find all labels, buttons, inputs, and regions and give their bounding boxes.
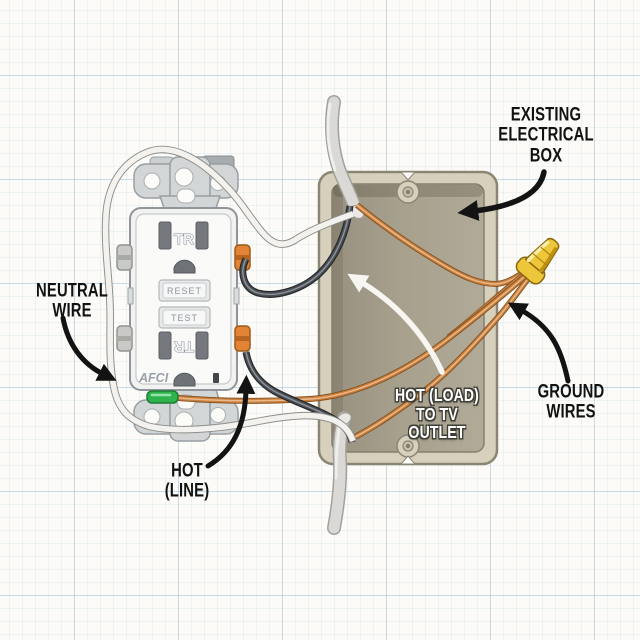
afci-brand-marking: AFCI [138,371,169,385]
existing-box-label: EXISTING ELECTRICAL BOX [498,104,594,167]
label-line: GROUND [537,381,605,403]
tr-marking-bottom: TR [174,338,194,355]
label-line: ELECTRICAL [498,124,594,146]
hot-line-label: HOT (LINE) [164,460,210,503]
box-screw-tab-top [396,171,420,204]
annotation-arrows [60,169,571,469]
label-line: NEUTRAL [36,280,108,302]
reset-button-label: RESET [167,286,202,296]
hot-load-arrow [347,273,445,375]
hot-terminal-screw-bottom [234,325,251,352]
status-indicator-window [213,373,219,383]
existing-box-arrow [457,169,547,221]
ground-wires-arrow [507,302,571,384]
neutral-wire-path [101,145,357,443]
label-line: OUTLET [408,422,466,443]
label-line: WIRES [546,402,596,423]
neutral-terminal-screw-top [116,244,133,271]
ground-wire-from-top-cable [355,202,534,288]
box-screw-tab-bottom [396,434,420,465]
hot-load-label: HOT (LOAD) TO TV OUTLET [395,386,479,442]
hot-wire-load [239,205,354,298]
neutral-wire-label: NEUTRAL WIRE [36,280,108,323]
ground-hole-top [173,259,196,274]
neutral-wire-arrow [60,315,117,381]
test-button: TEST [158,306,211,329]
receptacle-top: TR [158,221,209,274]
test-button-label: TEST [171,313,198,323]
tr-marking-top: TR [174,231,194,248]
label-line: HOT (LOAD) [394,384,480,405]
label-line: WIRE [52,301,92,322]
label-line: (LINE) [164,481,210,502]
receptacle-bottom: TR [158,331,209,387]
hot-line-arrow [205,374,256,469]
ground-hole-bottom [173,372,196,387]
label-line: BOX [529,145,563,167]
ground-wires-label: GROUND WIRES [537,381,605,424]
label-line: EXISTING [510,104,582,126]
neutral-terminal-screw-bottom [116,325,133,352]
wire-nut [515,237,560,285]
ground-wire-from-outlet [165,268,533,404]
reset-button: RESET [158,279,211,302]
label-line: TO TV [416,403,458,424]
label-line: HOT [171,460,203,482]
ground-wire-from-bottom-cable [353,270,536,440]
ground-clip-green [146,390,179,404]
